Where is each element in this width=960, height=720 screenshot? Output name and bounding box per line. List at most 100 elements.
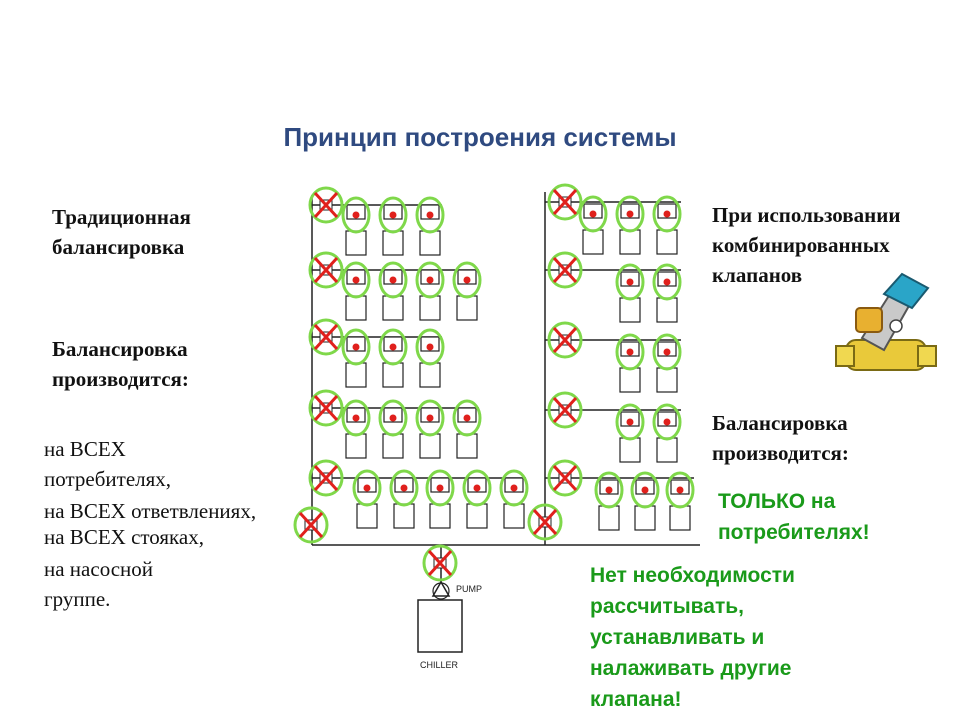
consumer-box <box>382 230 404 256</box>
red-dot <box>663 418 671 426</box>
red-dot <box>663 348 671 356</box>
red-cross <box>552 464 578 492</box>
consumer-box <box>429 503 451 529</box>
red-dot <box>473 484 481 492</box>
red-dot <box>426 343 434 351</box>
red-dot <box>436 484 444 492</box>
consumer-box <box>503 503 525 529</box>
red-dot <box>663 210 671 218</box>
green-ring <box>415 196 445 234</box>
page-title: Принцип построения системы <box>283 122 677 152</box>
consumer-box <box>345 230 367 256</box>
red-cross <box>313 323 339 351</box>
consumer-box <box>656 367 678 393</box>
green-ring <box>308 251 344 289</box>
green-ring <box>308 389 344 427</box>
red-cross <box>298 511 324 539</box>
red-dot <box>363 484 371 492</box>
green-ring <box>415 261 445 299</box>
consumer-box <box>382 295 404 321</box>
green-ring <box>499 469 529 507</box>
red-dot <box>400 484 408 492</box>
green-ring <box>308 318 344 356</box>
green-ring <box>341 261 371 299</box>
green-ring <box>665 471 695 509</box>
red-dot <box>352 211 360 219</box>
consumer-box <box>634 505 656 531</box>
red-cross <box>552 326 578 354</box>
consumer-box <box>656 229 678 255</box>
green-ring <box>652 195 682 233</box>
consumer-box <box>669 505 691 531</box>
green-ring <box>422 544 458 582</box>
green-ring <box>308 459 344 497</box>
combined-valve-image <box>835 272 937 371</box>
red-cross <box>313 191 339 219</box>
consumer-box <box>619 437 641 463</box>
consumer-box <box>619 229 641 255</box>
green-ring <box>378 261 408 299</box>
green-ring <box>452 261 482 299</box>
consumer-box <box>419 295 441 321</box>
green-ring <box>352 469 382 507</box>
green-ring <box>652 333 682 371</box>
red-cross <box>313 394 339 422</box>
green-ring <box>341 399 371 437</box>
consumer-box <box>382 433 404 459</box>
consumer-box <box>382 362 404 388</box>
red-dot <box>352 276 360 284</box>
consumer-box <box>466 503 488 529</box>
red-dot <box>352 414 360 422</box>
green-ring <box>652 403 682 441</box>
green-ring <box>547 459 583 497</box>
red-dot <box>463 414 471 422</box>
red-dot <box>589 210 597 218</box>
green-ring <box>389 469 419 507</box>
green-ring <box>578 195 608 233</box>
consumer-box <box>656 297 678 323</box>
red-cross <box>532 508 558 536</box>
red-cross <box>552 256 578 284</box>
consumer-box <box>345 362 367 388</box>
green-ring <box>378 399 408 437</box>
red-dot <box>352 343 360 351</box>
green-ring <box>630 471 660 509</box>
consumer-box <box>582 229 604 255</box>
green-ring <box>378 196 408 234</box>
consumer-box <box>419 230 441 256</box>
green-ring <box>594 471 624 509</box>
green-ring <box>308 186 344 224</box>
consumer-box <box>456 433 478 459</box>
green-ring <box>652 263 682 301</box>
green-ring <box>547 251 583 289</box>
green-ring <box>415 399 445 437</box>
red-dot <box>510 484 518 492</box>
consumer-box <box>656 437 678 463</box>
red-dot <box>605 486 613 494</box>
green-ring <box>425 469 455 507</box>
green-ring <box>615 263 645 301</box>
red-dot <box>626 278 634 286</box>
pump-label: PUMP <box>456 584 483 594</box>
red-dot <box>676 486 684 494</box>
green-ring <box>527 503 563 541</box>
green-ring <box>293 506 329 544</box>
consumer-box <box>345 295 367 321</box>
green-ring <box>341 196 371 234</box>
red-cross <box>552 188 578 216</box>
green-ring <box>615 333 645 371</box>
red-dot <box>426 211 434 219</box>
red-dot <box>426 414 434 422</box>
green-ring <box>547 321 583 359</box>
green-ring <box>547 391 583 429</box>
chiller-box <box>417 599 463 653</box>
green-ring <box>615 403 645 441</box>
green-ring <box>415 328 445 366</box>
chiller-label: CHILLER <box>420 660 459 670</box>
green-ring <box>341 328 371 366</box>
green-ring <box>462 469 492 507</box>
green-ring <box>547 183 583 221</box>
